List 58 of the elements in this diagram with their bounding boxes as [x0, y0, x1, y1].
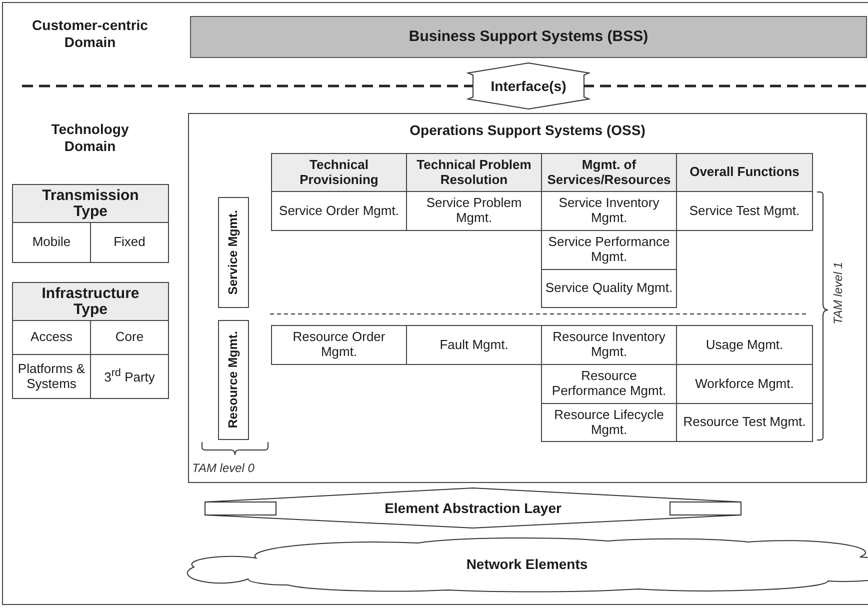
- table-cell: [271, 325, 407, 365]
- table-header: [12, 184, 169, 223]
- cell-text: Resource Order Mgmt.: [292, 330, 386, 360]
- cell-text: Service Order Mgmt.: [278, 204, 400, 218]
- cell-text: Platforms & Systems: [16, 362, 86, 392]
- table-cell: [271, 191, 407, 231]
- cell-text: Service Quality Mgmt.: [544, 281, 674, 296]
- level-label: TAM level 0: [192, 461, 254, 476]
- category-box: [218, 320, 249, 440]
- column-header: [406, 153, 542, 192]
- table-cell: [406, 325, 542, 365]
- header-text: Infrastructure Type: [40, 286, 140, 318]
- cell-text: Usage Mgmt.: [704, 338, 784, 352]
- interface-hexagon: [468, 63, 589, 109]
- header-text: Mgmt. of Services/Resources: [546, 158, 672, 188]
- cell-text: Service Problem Mgmt.: [425, 196, 523, 226]
- layer-label: Element Abstraction Layer: [384, 500, 562, 516]
- cell-text: Resource Lifecycle Mgmt.: [553, 408, 665, 438]
- cell-text: Core: [114, 330, 145, 345]
- cloud-label: Network Elements: [466, 556, 588, 572]
- cell-text: Fixed: [112, 235, 146, 250]
- cell-text: Resource Test Mgmt.: [682, 415, 807, 430]
- cell-text: Workforce Mgmt.: [694, 376, 795, 392]
- cell-text: Resource Performance Mgmt.: [550, 369, 668, 399]
- category-label: Resource Mgmt.: [226, 331, 241, 429]
- table-cell: [676, 403, 813, 442]
- level-label: TAM level 1: [831, 262, 846, 324]
- cell-text: Mobile: [31, 235, 72, 250]
- column-header: [541, 153, 677, 192]
- cell-text: Fault Mgmt.: [438, 338, 510, 352]
- domain-heading: Technology Domain: [50, 121, 130, 155]
- panel-title: Operations Support Systems (OSS): [408, 122, 646, 138]
- cell-text: Service Test Mgmt.: [688, 204, 801, 218]
- header-text: Transmission Type: [41, 188, 140, 220]
- oss-panel: [188, 113, 867, 483]
- domain-heading: Customer-centric Domain: [31, 17, 149, 51]
- table-cell: [541, 403, 677, 442]
- table-cell: [676, 325, 813, 365]
- header-text: Technical Problem Resolution: [416, 158, 532, 188]
- cell-text: Service Inventory Mgmt.: [558, 196, 660, 226]
- table-cell: [541, 230, 677, 270]
- table-cell: [676, 191, 813, 231]
- column-header: [271, 153, 407, 192]
- cell-text: Resource Inventory Mgmt.: [552, 330, 666, 360]
- banner-title: Business Support Systems (BSS): [408, 28, 648, 46]
- header-text: Technical Provisioning: [298, 158, 380, 188]
- table-cell: [541, 269, 677, 308]
- cell-text: 3$^{rd}$ Party: [103, 367, 156, 386]
- category-label: Service Mgmt.: [226, 210, 241, 295]
- category-box: [218, 197, 249, 308]
- cell-text: Access: [30, 330, 74, 345]
- layer-arrow: [205, 487, 741, 529]
- column-header: [676, 153, 813, 192]
- header-text: Overall Functions: [688, 165, 800, 180]
- cell-text: Service Performance Mgmt.: [547, 235, 671, 265]
- table-header: [12, 282, 169, 321]
- system-banner: [190, 16, 867, 58]
- interface-label: Interface(s): [490, 78, 566, 94]
